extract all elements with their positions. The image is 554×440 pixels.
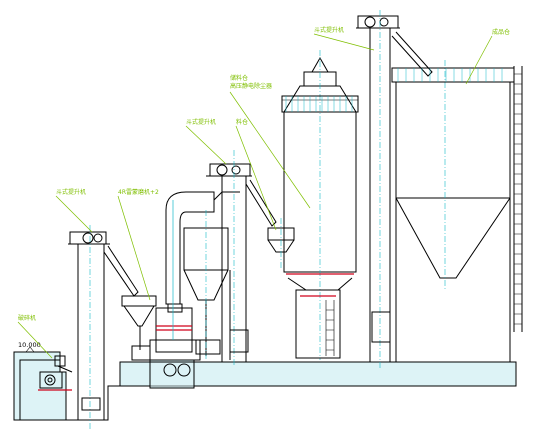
bucket-elevator-3 xyxy=(356,10,433,370)
product-silo xyxy=(391,60,515,362)
elevation-mark-text: 10.000 xyxy=(18,341,41,349)
bucket-elevator-1 xyxy=(68,225,139,430)
access-ladder xyxy=(513,66,523,332)
label-product-silo: 成品仓 xyxy=(492,28,510,36)
label-elevator-1: 斗式提升机 xyxy=(56,188,86,196)
label-mill: 4R雷蒙磨机+2 xyxy=(118,188,159,196)
annotations: 破碎机 斗式提升机 4R雷蒙磨机+2 斗式提升机 料仓 储料仓高压静电除尘器 斗… xyxy=(17,26,510,359)
bucket-elevator-2 xyxy=(206,150,277,366)
raymond-mill xyxy=(149,303,201,377)
elevation-mark: 10.000 xyxy=(14,341,46,353)
cyclone-separator xyxy=(165,191,240,360)
label-elevator-3: 斗式提升机 xyxy=(314,26,344,34)
jaw-crusher xyxy=(38,355,73,391)
label-feed-bin: 料仓 xyxy=(236,118,248,126)
feeder-hopper xyxy=(121,295,157,361)
label-crusher: 破碎机 xyxy=(18,314,36,322)
label-dust-collector: 储料仓高压静电除尘器 xyxy=(230,74,272,90)
feed-bin xyxy=(267,218,295,270)
label-elevator-2: 斗式提升机 xyxy=(186,118,216,126)
dust-collector-bin xyxy=(281,50,359,360)
